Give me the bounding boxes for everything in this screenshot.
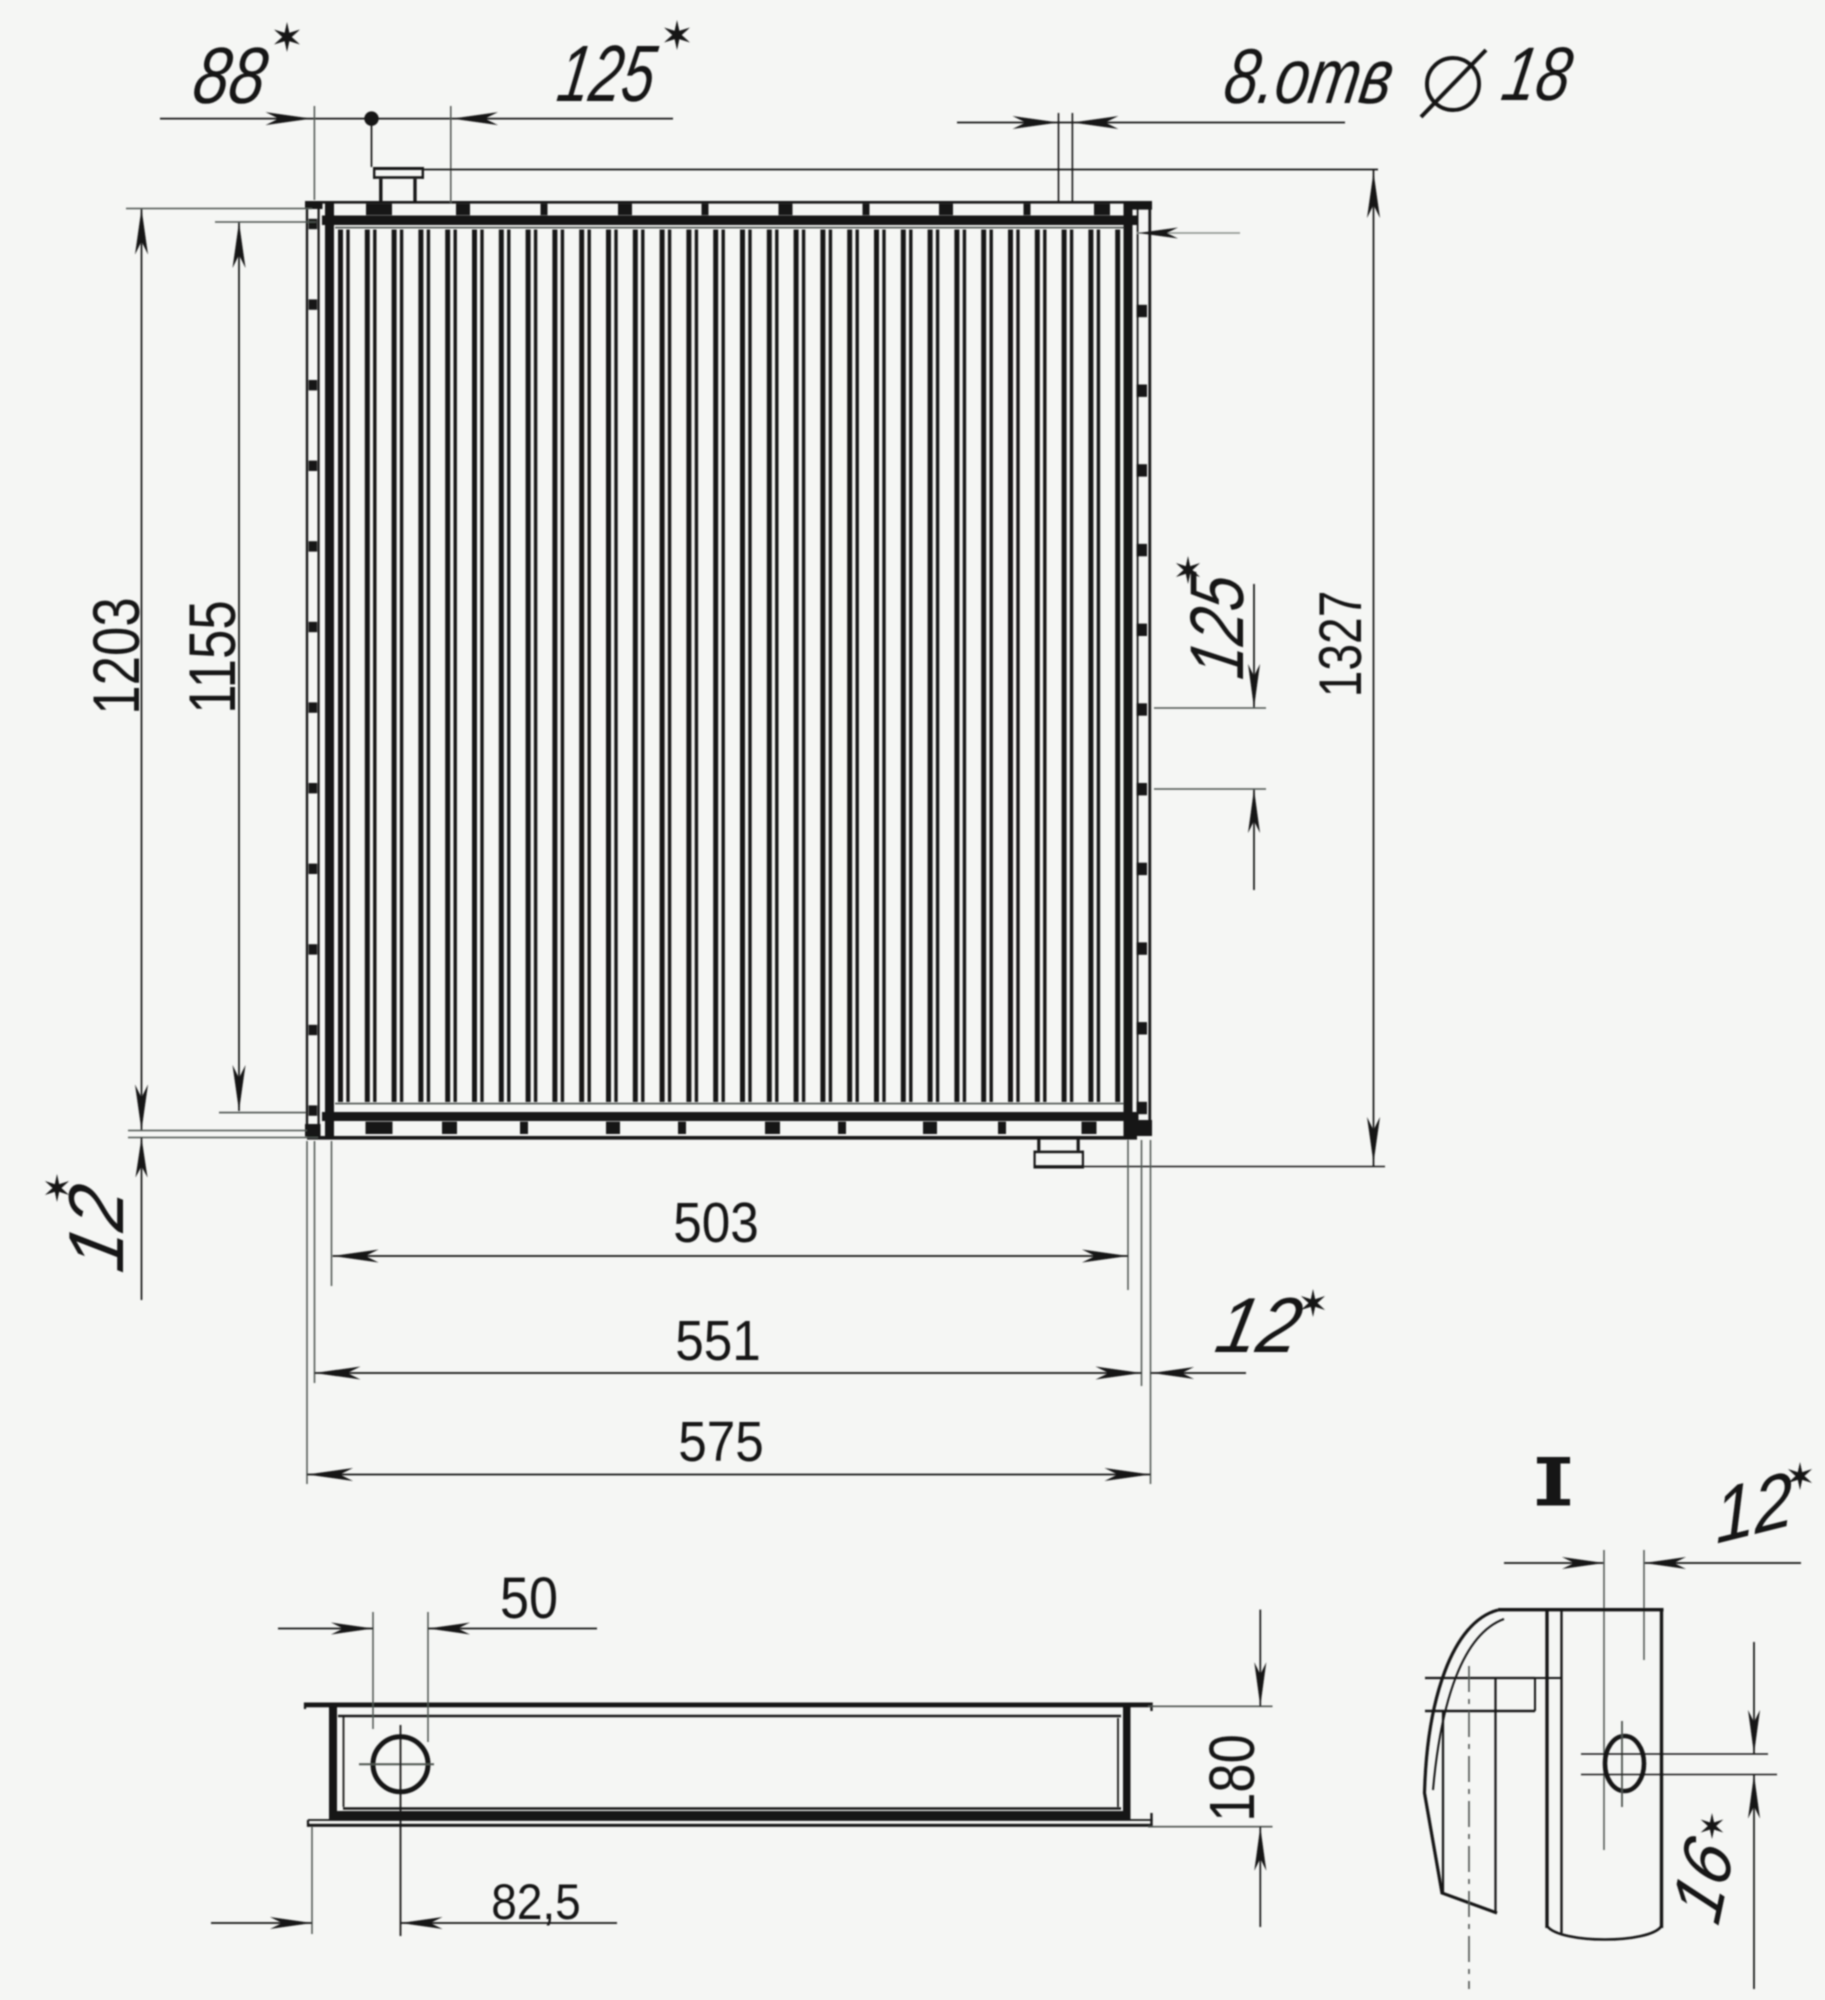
svg-text:12: 12 xyxy=(1209,1282,1309,1369)
svg-text:503: 503 xyxy=(673,1192,759,1255)
svg-text:1203: 1203 xyxy=(79,597,153,714)
svg-text:18: 18 xyxy=(1496,31,1578,116)
svg-text:1155: 1155 xyxy=(175,600,249,714)
svg-text:12: 12 xyxy=(1713,1454,1795,1560)
svg-text:8.отв: 8.отв xyxy=(1219,32,1400,119)
svg-text:575: 575 xyxy=(678,1411,764,1474)
svg-text:88: 88 xyxy=(187,32,274,121)
svg-text:551: 551 xyxy=(675,1310,761,1373)
svg-text:82,5: 82,5 xyxy=(491,1875,581,1930)
svg-text:1327: 1327 xyxy=(1307,591,1374,698)
svg-text:50: 50 xyxy=(500,1565,558,1630)
svg-text:125: 125 xyxy=(1174,567,1259,683)
svg-text:180: 180 xyxy=(1197,1734,1268,1822)
svg-text:125: 125 xyxy=(552,28,663,118)
